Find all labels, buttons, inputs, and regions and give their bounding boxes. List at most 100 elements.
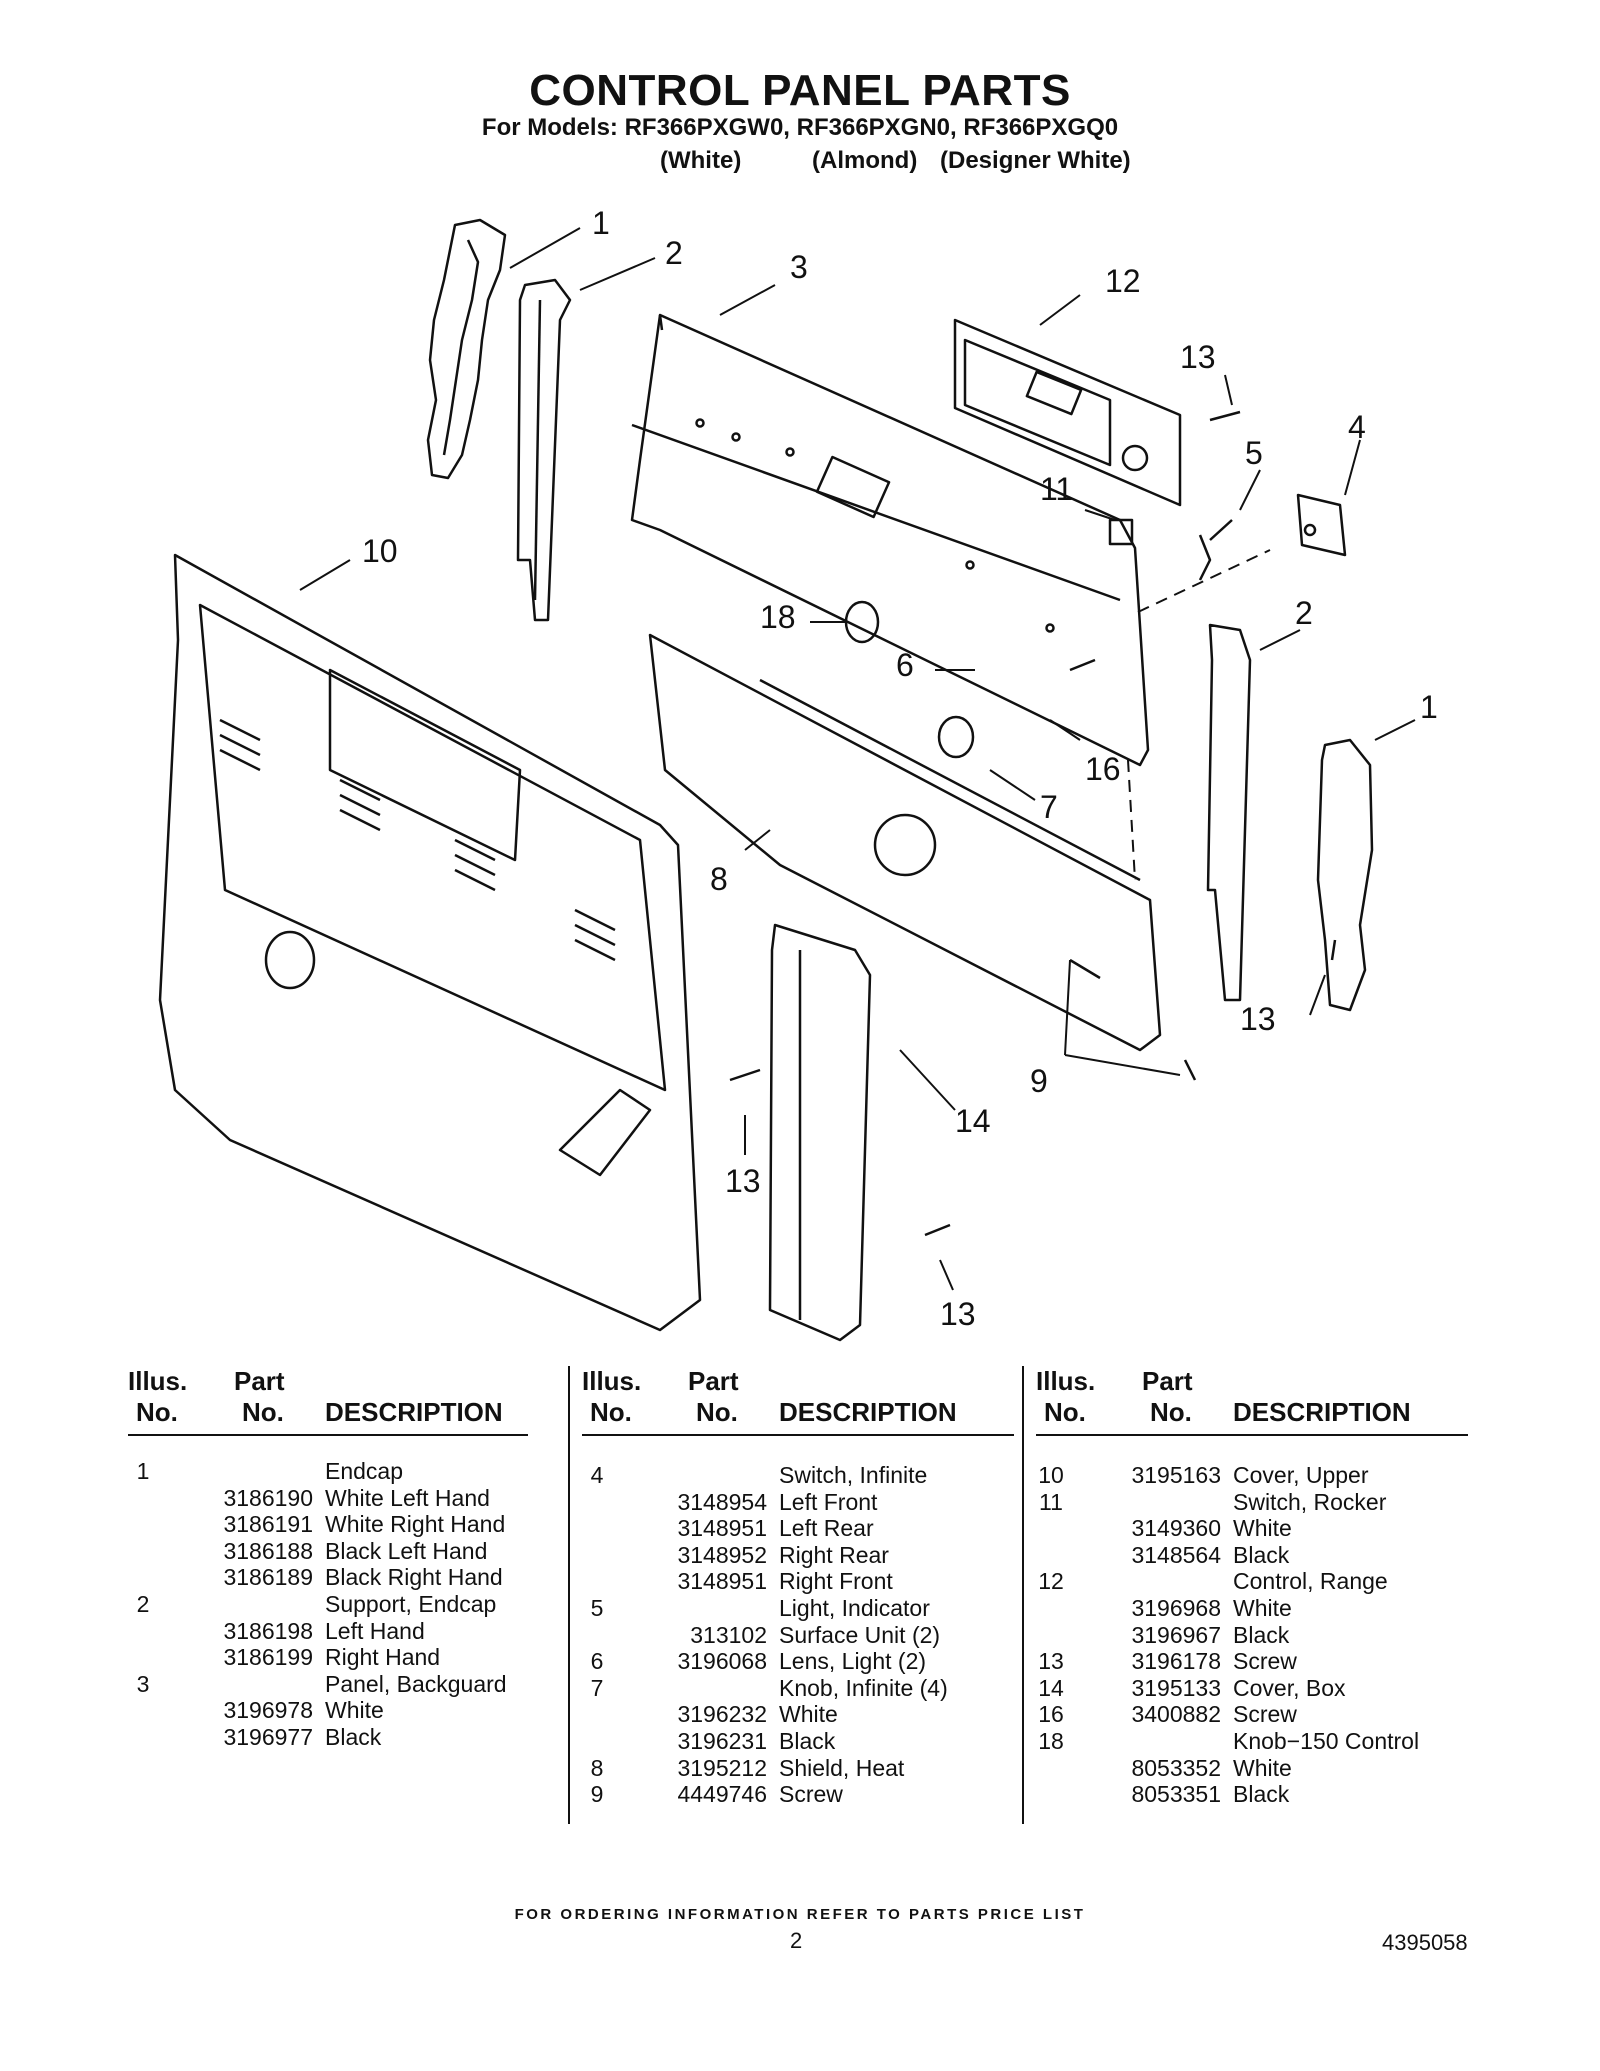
part-description: Right Front <box>779 1568 893 1595</box>
callout-13-bottom: 13 <box>940 1296 976 1332</box>
part-number: 3148951 <box>677 1515 767 1542</box>
part-number: 3186198 <box>223 1617 313 1644</box>
part-number: 3148951 <box>677 1568 767 1595</box>
part-number: 3196178 <box>1131 1648 1221 1675</box>
part-description: Switch, Infinite <box>779 1462 928 1488</box>
part-description: Knob, Infinite (4) <box>779 1674 948 1701</box>
illus-no-header: No. <box>1044 1397 1086 1427</box>
parts-row: 3186189 Black Right Hand <box>128 1564 548 1590</box>
callout-numbers: 1 2 3 12 13 4 5 11 10 18 6 16 2 1 7 8 13… <box>362 205 1438 1332</box>
callout-2: 2 <box>665 235 683 271</box>
right-endcap-support <box>1206 623 1252 1002</box>
callout-14: 14 <box>955 1103 991 1139</box>
part-number: 3195133 <box>1131 1674 1221 1701</box>
part-description: Endcap <box>325 1458 404 1484</box>
header-rule <box>1036 1434 1468 1436</box>
finish-almond: (Almond) <box>812 147 918 174</box>
part-number: 4449746 <box>677 1781 767 1808</box>
callout-2-right: 2 <box>1295 595 1313 631</box>
document-number: 4395058 <box>1382 1930 1468 1955</box>
parts-row: 3186198 Left Hand <box>128 1618 548 1644</box>
page-title: CONTROL PANEL PARTS <box>529 66 1071 115</box>
finish-white: (White) <box>660 147 742 174</box>
knob-infinite <box>937 715 975 759</box>
illus-number: 4 <box>590 1462 604 1488</box>
part-description: Surface Unit (2) <box>779 1621 941 1648</box>
backguard-panel <box>630 313 1150 767</box>
callout-4: 4 <box>1348 409 1366 445</box>
part-description: White <box>1233 1754 1292 1781</box>
illus-number: 11 <box>1039 1488 1063 1515</box>
part-number: 3186199 <box>223 1644 313 1671</box>
illus-number: 5 <box>590 1595 604 1621</box>
page-number: 2 <box>790 1928 803 1953</box>
part-number: 3148952 <box>677 1541 767 1568</box>
description-header: DESCRIPTION <box>779 1397 957 1427</box>
part-number: 3196231 <box>677 1728 767 1754</box>
part-description: Light, Indicator <box>779 1595 930 1621</box>
parts-row: 4 Switch, Infinite <box>582 1462 1022 1488</box>
box-cover <box>768 923 872 1342</box>
infinite-switch <box>1296 493 1347 557</box>
knob-control <box>844 600 880 644</box>
illus-no-header: No. <box>136 1397 178 1427</box>
part-description: Black <box>1233 1781 1290 1808</box>
part-description: Black Right Hand <box>325 1564 503 1591</box>
part-description: Screw <box>779 1781 843 1808</box>
screws <box>729 410 1337 1237</box>
range-control <box>953 318 1182 507</box>
illus-number: 14 <box>1038 1674 1064 1701</box>
callout-7: 7 <box>1040 789 1058 825</box>
part-no-header: No. <box>1150 1397 1192 1427</box>
callout-5: 5 <box>1245 435 1263 471</box>
illus-no-header: No. <box>590 1397 632 1427</box>
illus-header: Illus. <box>128 1366 188 1396</box>
part-description: Black <box>779 1728 836 1754</box>
column-divider <box>568 1366 570 1824</box>
illus-number: 10 <box>1038 1462 1064 1488</box>
part-description: Cover, Upper <box>1233 1462 1369 1488</box>
left-endcap-support <box>516 278 572 622</box>
part-header: Part <box>234 1366 285 1396</box>
callout-1: 1 <box>592 205 610 241</box>
part-number: 3186189 <box>223 1564 313 1591</box>
part-description: Lens, Light (2) <box>779 1648 927 1675</box>
part-number: 313102 <box>690 1621 767 1648</box>
column-divider <box>1022 1366 1024 1824</box>
part-description: Screw <box>1233 1701 1297 1728</box>
indicator-light <box>1198 519 1233 581</box>
description-header: DESCRIPTION <box>1233 1397 1411 1427</box>
part-number: 3148954 <box>677 1488 767 1515</box>
part-description: Black <box>1233 1541 1290 1568</box>
parts-row: 313102 Surface Unit (2) <box>582 1622 1022 1648</box>
header-rule <box>128 1434 528 1436</box>
part-description: Right Hand <box>325 1644 441 1671</box>
part-number: 3196968 <box>1131 1595 1221 1621</box>
illus-number: 8 <box>590 1754 604 1781</box>
right-endcap <box>1316 738 1374 1012</box>
part-number: 3400882 <box>1131 1701 1221 1728</box>
finish-designer-white: (Designer White) <box>940 147 1131 174</box>
callout-12: 12 <box>1105 263 1141 299</box>
illus-number: 6 <box>590 1648 604 1675</box>
part-description: Left Hand <box>325 1617 425 1644</box>
